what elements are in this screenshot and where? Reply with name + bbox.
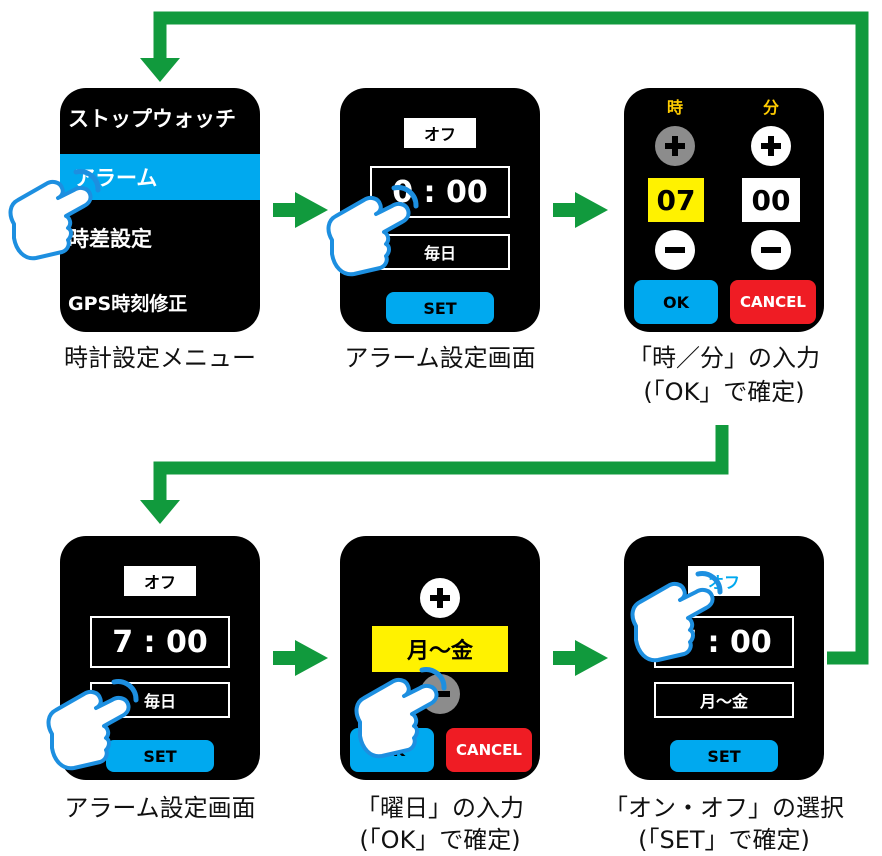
- minute-plus-button[interactable]: [751, 126, 791, 166]
- panel5-caption-line1: 「曜日」の入力: [356, 794, 524, 822]
- minus-icon: [761, 247, 781, 253]
- onoff-selection-screen: オフ 7 : 00 月～金 SET: [624, 536, 824, 780]
- flow-arrow-icon: [553, 192, 608, 228]
- panel1-caption: 時計設定メニュー: [64, 344, 256, 372]
- panel5-caption-line2: (「OK」で確定): [359, 826, 521, 854]
- alarm-setting-screen-updated: オフ 7 : 00 毎日 SET: [60, 536, 260, 780]
- hour-label: 時: [666, 98, 683, 117]
- weekday-value[interactable]: 月～金: [372, 626, 508, 672]
- hour-value[interactable]: 07: [648, 178, 704, 222]
- menu-screen: ストップウォッチ アラーム 時差設定 GPS時刻修正: [60, 88, 260, 332]
- ok-button[interactable]: OK: [634, 280, 718, 324]
- panel4-caption: アラーム設定画面: [64, 794, 256, 822]
- days-field[interactable]: 月～金: [654, 682, 794, 718]
- pointing-hand-icon: [11, 172, 98, 259]
- flow-arrow-icon: [273, 192, 328, 228]
- panel6-caption-line1: 「オン・オフ」の選択: [604, 794, 844, 822]
- return-flow-line: [153, 11, 869, 665]
- minute-minus-button[interactable]: [751, 230, 791, 270]
- onoff-toggle[interactable]: オフ: [124, 566, 196, 596]
- cancel-button[interactable]: CANCEL: [730, 280, 816, 324]
- hour-plus-button[interactable]: [655, 126, 695, 166]
- menu-item-stopwatch[interactable]: ストップウォッチ: [68, 107, 236, 131]
- onoff-toggle[interactable]: オフ: [404, 118, 476, 148]
- set-button[interactable]: SET: [386, 292, 494, 324]
- pointing-hand-icon: [633, 574, 720, 661]
- minute-label: 分: [762, 98, 779, 117]
- flow-arrow-icon: [553, 640, 608, 676]
- panel6-caption-line2: (「SET」で確定): [638, 826, 810, 854]
- time-field[interactable]: 7 : 00: [90, 616, 230, 668]
- hour-minus-button[interactable]: [655, 230, 695, 270]
- down-arrow-icon: [140, 500, 180, 524]
- down-arrow-icon: [140, 58, 180, 82]
- cancel-button[interactable]: CANCEL: [446, 728, 532, 772]
- menu-item-gps-time-correction[interactable]: GPS時刻修正: [68, 292, 188, 315]
- hour-minute-input-screen: 時 分 07 00 OK CANCEL: [624, 88, 824, 332]
- pointing-hand-icon: [329, 188, 416, 275]
- pointing-hand-icon: [357, 670, 444, 757]
- panel2-caption: アラーム設定画面: [344, 344, 536, 372]
- plus-button[interactable]: [420, 578, 460, 618]
- row-connector-line: [153, 425, 729, 502]
- plus-icon: [761, 136, 781, 156]
- set-button[interactable]: SET: [670, 740, 778, 772]
- panel3-caption-line2: (「OK」で確定): [643, 378, 805, 406]
- set-button[interactable]: SET: [106, 740, 214, 772]
- plus-icon: [665, 136, 685, 156]
- minute-value[interactable]: 00: [742, 178, 800, 222]
- minus-icon: [665, 247, 685, 253]
- minus-icon: [430, 691, 450, 697]
- panel3-caption-line1: 「時／分」の入力: [628, 344, 820, 372]
- pointing-hand-icon: [49, 682, 136, 769]
- plus-icon: [430, 588, 450, 608]
- menu-item-time-difference[interactable]: 時差設定: [68, 227, 152, 251]
- flow-arrow-icon: [273, 640, 328, 676]
